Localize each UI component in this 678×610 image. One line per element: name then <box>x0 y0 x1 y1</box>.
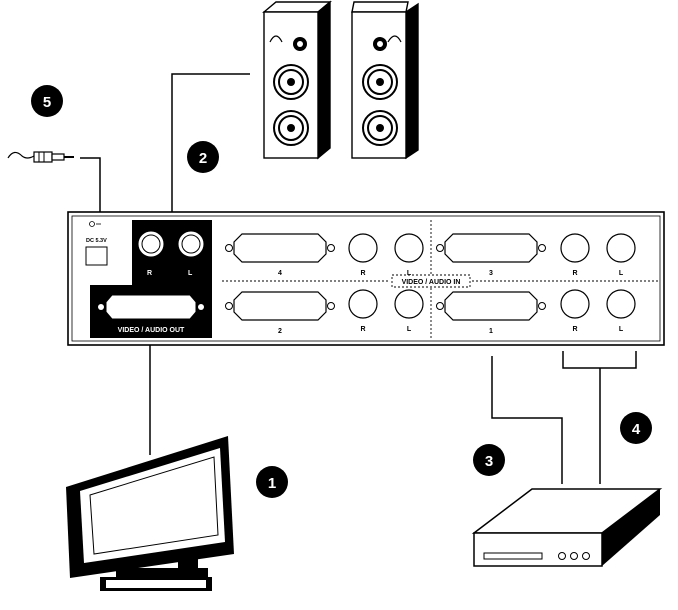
power-label: DC 5.3V <box>86 238 107 244</box>
callout-badges: 1 2 3 4 5 <box>31 85 652 498</box>
input-1-number: 1 <box>489 328 493 335</box>
input-port-2: 2 R L <box>225 289 424 335</box>
input-2-right-label: R <box>360 326 365 333</box>
output-panel-label: VIDEO / AUDIO OUT <box>118 327 185 334</box>
callout-2: 2 <box>187 141 219 173</box>
connection-lines <box>80 73 637 484</box>
callout-3-label: 3 <box>485 453 493 470</box>
output-panel: R L VIDEO / AUDIO OUT <box>90 220 212 338</box>
speaker-icon <box>262 0 419 160</box>
speaker-cable <box>171 73 250 212</box>
callout-5-label: 5 <box>43 94 51 111</box>
speaker-left <box>262 0 332 160</box>
audio-input-cable <box>562 351 637 369</box>
output-left-label: L <box>188 270 193 277</box>
vga-output-port <box>98 294 204 320</box>
power-plug-icon <box>7 151 74 163</box>
input-4-right-label: R <box>360 270 365 277</box>
input-1-left-label: L <box>619 326 624 333</box>
input-section-box <box>391 274 471 288</box>
input-3-left-label: L <box>619 270 624 277</box>
input-4-number: 4 <box>278 270 282 277</box>
callout-1: 1 <box>256 466 288 498</box>
power-jack: DC 5.3V <box>85 221 108 266</box>
input-3-right-label: R <box>572 270 577 277</box>
input-2-number: 2 <box>278 328 282 335</box>
speaker-right <box>351 1 419 160</box>
input-4-left-label: L <box>407 270 412 277</box>
input-1-right-label: R <box>572 326 577 333</box>
callout-2-label: 2 <box>199 150 207 167</box>
callout-3: 3 <box>473 444 505 476</box>
dvd-player-icon <box>471 488 663 567</box>
callout-5: 5 <box>31 85 63 117</box>
power-cable <box>80 157 101 212</box>
panel-dividers <box>222 220 660 338</box>
callout-4-label: 4 <box>632 421 641 438</box>
input-3-number: 3 <box>489 270 493 277</box>
input-2-left-label: L <box>407 326 412 333</box>
callout-1-label: 1 <box>268 475 276 492</box>
callout-4: 4 <box>620 412 652 444</box>
monitor-icon <box>66 436 234 591</box>
input-section-label: VIDEO / AUDIO IN <box>402 279 461 286</box>
input-port-4: 4 R L <box>225 233 424 277</box>
input-port-3: 3 R L <box>436 233 636 277</box>
input-port-1: 1 R L <box>436 289 636 335</box>
switch-rear-panel: DC 5.3V R L VIDEO / AUDIO OUT <box>67 211 665 346</box>
output-right-label: R <box>147 270 152 277</box>
video-input-cable <box>491 356 563 484</box>
